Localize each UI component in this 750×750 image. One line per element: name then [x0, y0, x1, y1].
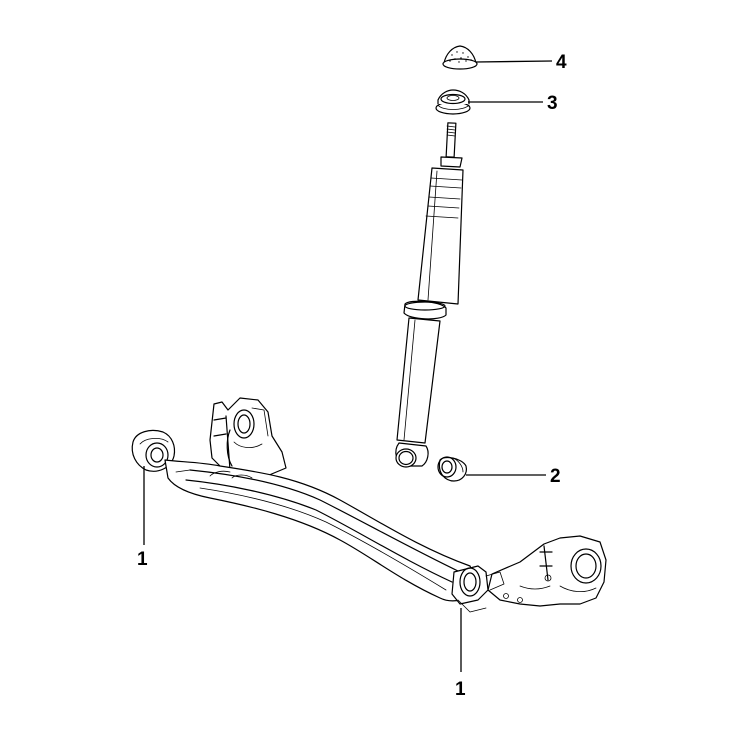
- top-mount-cap: [442, 45, 478, 70]
- callout-2: 2: [550, 466, 561, 487]
- leader-lines: [143, 60, 553, 672]
- callout-1-left: 1: [137, 549, 148, 570]
- shock-collar: [403, 300, 447, 320]
- upper-bushing: [435, 89, 471, 115]
- right-knuckle-bracket: [487, 535, 607, 607]
- right-arm-bushing-mount: [451, 565, 505, 613]
- shock-dust-boot: [417, 167, 464, 305]
- callout-4: 4: [556, 52, 567, 73]
- left-arm-bushing-mount: [131, 429, 176, 472]
- callout-3: 3: [547, 93, 558, 114]
- axle-beam: [164, 459, 481, 602]
- piston-rod: [440, 122, 463, 168]
- leader-4: [475, 60, 553, 63]
- callout-1-bottom: 1: [455, 679, 466, 700]
- shock-body: [396, 317, 441, 444]
- shock-lower-eye: [395, 442, 429, 468]
- lower-bushing: [437, 456, 467, 482]
